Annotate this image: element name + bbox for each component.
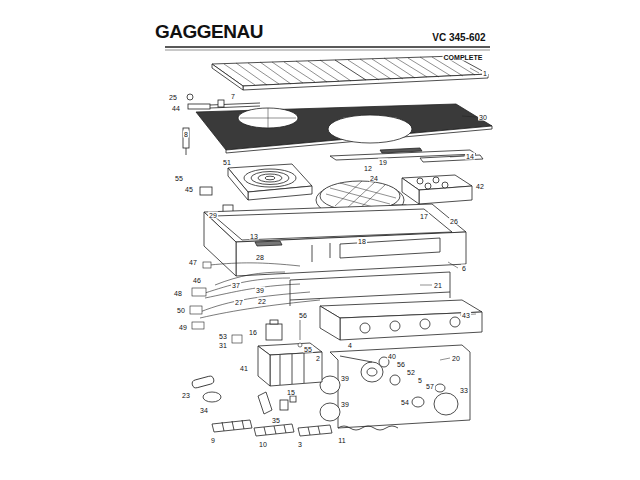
callout-number: 31 [218, 342, 228, 349]
callout-number: 28 [255, 254, 265, 261]
callout-number: 30 [478, 114, 488, 121]
callout-number: 39 [340, 375, 350, 382]
wiring [190, 262, 320, 347]
callout-number: 44 [171, 105, 181, 112]
callout-number: 48 [173, 290, 183, 297]
callout-number: 35 [271, 417, 281, 424]
callout-number: 27 [234, 299, 244, 306]
header-rule [165, 50, 490, 51]
callout-number: 54 [400, 399, 410, 406]
callout-number: 19 [378, 159, 388, 166]
callout-number: 50 [176, 307, 186, 314]
callout-number: 22 [257, 298, 267, 305]
callout-number: 21 [433, 282, 443, 289]
callout-number: 24 [369, 175, 379, 182]
callout-number: 47 [188, 259, 198, 266]
callout-number: 12 [363, 165, 373, 172]
callout-number: 45 [184, 186, 194, 193]
callout-number: 1 [482, 70, 488, 77]
transformer [266, 320, 282, 340]
callout-number: 9 [210, 437, 216, 444]
callout-number: 4 [347, 342, 353, 349]
callout-number: 20 [451, 355, 461, 362]
callout-number: 15 [286, 389, 296, 396]
callout-number: 25 [168, 94, 178, 101]
callout-number: 17 [419, 213, 429, 220]
callout-number: 3 [297, 441, 303, 448]
callout-number: 41 [239, 365, 249, 372]
callout-number: 11 [337, 437, 346, 444]
callout-number: 49 [178, 324, 188, 331]
callout-number: 57 [425, 383, 435, 390]
callout-number: 5 [417, 377, 423, 384]
header-rule [165, 46, 490, 48]
view-name: COMPLETE [443, 54, 484, 61]
leader-line [420, 68, 479, 360]
callout-number: 8 [183, 131, 189, 138]
callout-number: 53 [218, 333, 228, 340]
callout-number: 42 [475, 183, 485, 190]
model-number: VC 345-602 [431, 33, 486, 43]
callout-number: 29 [208, 212, 218, 219]
callout-number: 40 [387, 353, 397, 360]
callout-number: 39 [340, 401, 350, 408]
callout-number: 23 [181, 392, 191, 399]
callout-number: 37 [231, 282, 241, 289]
front-panel [330, 345, 470, 430]
seal-strip [330, 148, 483, 162]
callout-number: 7 [230, 93, 236, 100]
housing [204, 204, 466, 276]
small-parts [191, 375, 296, 414]
grill [212, 56, 488, 90]
callout-number: 43 [461, 312, 471, 319]
callout-number: 56 [298, 312, 308, 319]
control-housing [320, 300, 482, 340]
callout-number: 55 [174, 175, 184, 182]
callout-number: 2 [315, 355, 321, 362]
callout-number: 52 [406, 369, 416, 376]
callout-number: 16 [248, 329, 258, 336]
switch-block [258, 343, 322, 386]
radiant-heater [228, 164, 312, 200]
callout-number: 34 [199, 407, 209, 414]
callout-number: 10 [258, 441, 268, 448]
callout-number: 55 [303, 346, 313, 353]
brand-logo: GAGGENAU [154, 22, 264, 41]
callout-number: 26 [449, 218, 459, 225]
callout-number: 6 [461, 265, 467, 272]
callout-number: 33 [459, 387, 469, 394]
terminal-block [402, 175, 472, 204]
control-knob [320, 356, 458, 421]
callout-number: 46 [192, 277, 202, 284]
callout-number: 56 [396, 361, 406, 368]
glass-top [196, 104, 492, 153]
callout-number: 39 [255, 287, 265, 294]
callout-number: 13 [249, 233, 259, 240]
callout-number: 18 [357, 238, 367, 245]
callout-number: 51 [222, 159, 232, 166]
callout-number: 14 [465, 153, 475, 160]
